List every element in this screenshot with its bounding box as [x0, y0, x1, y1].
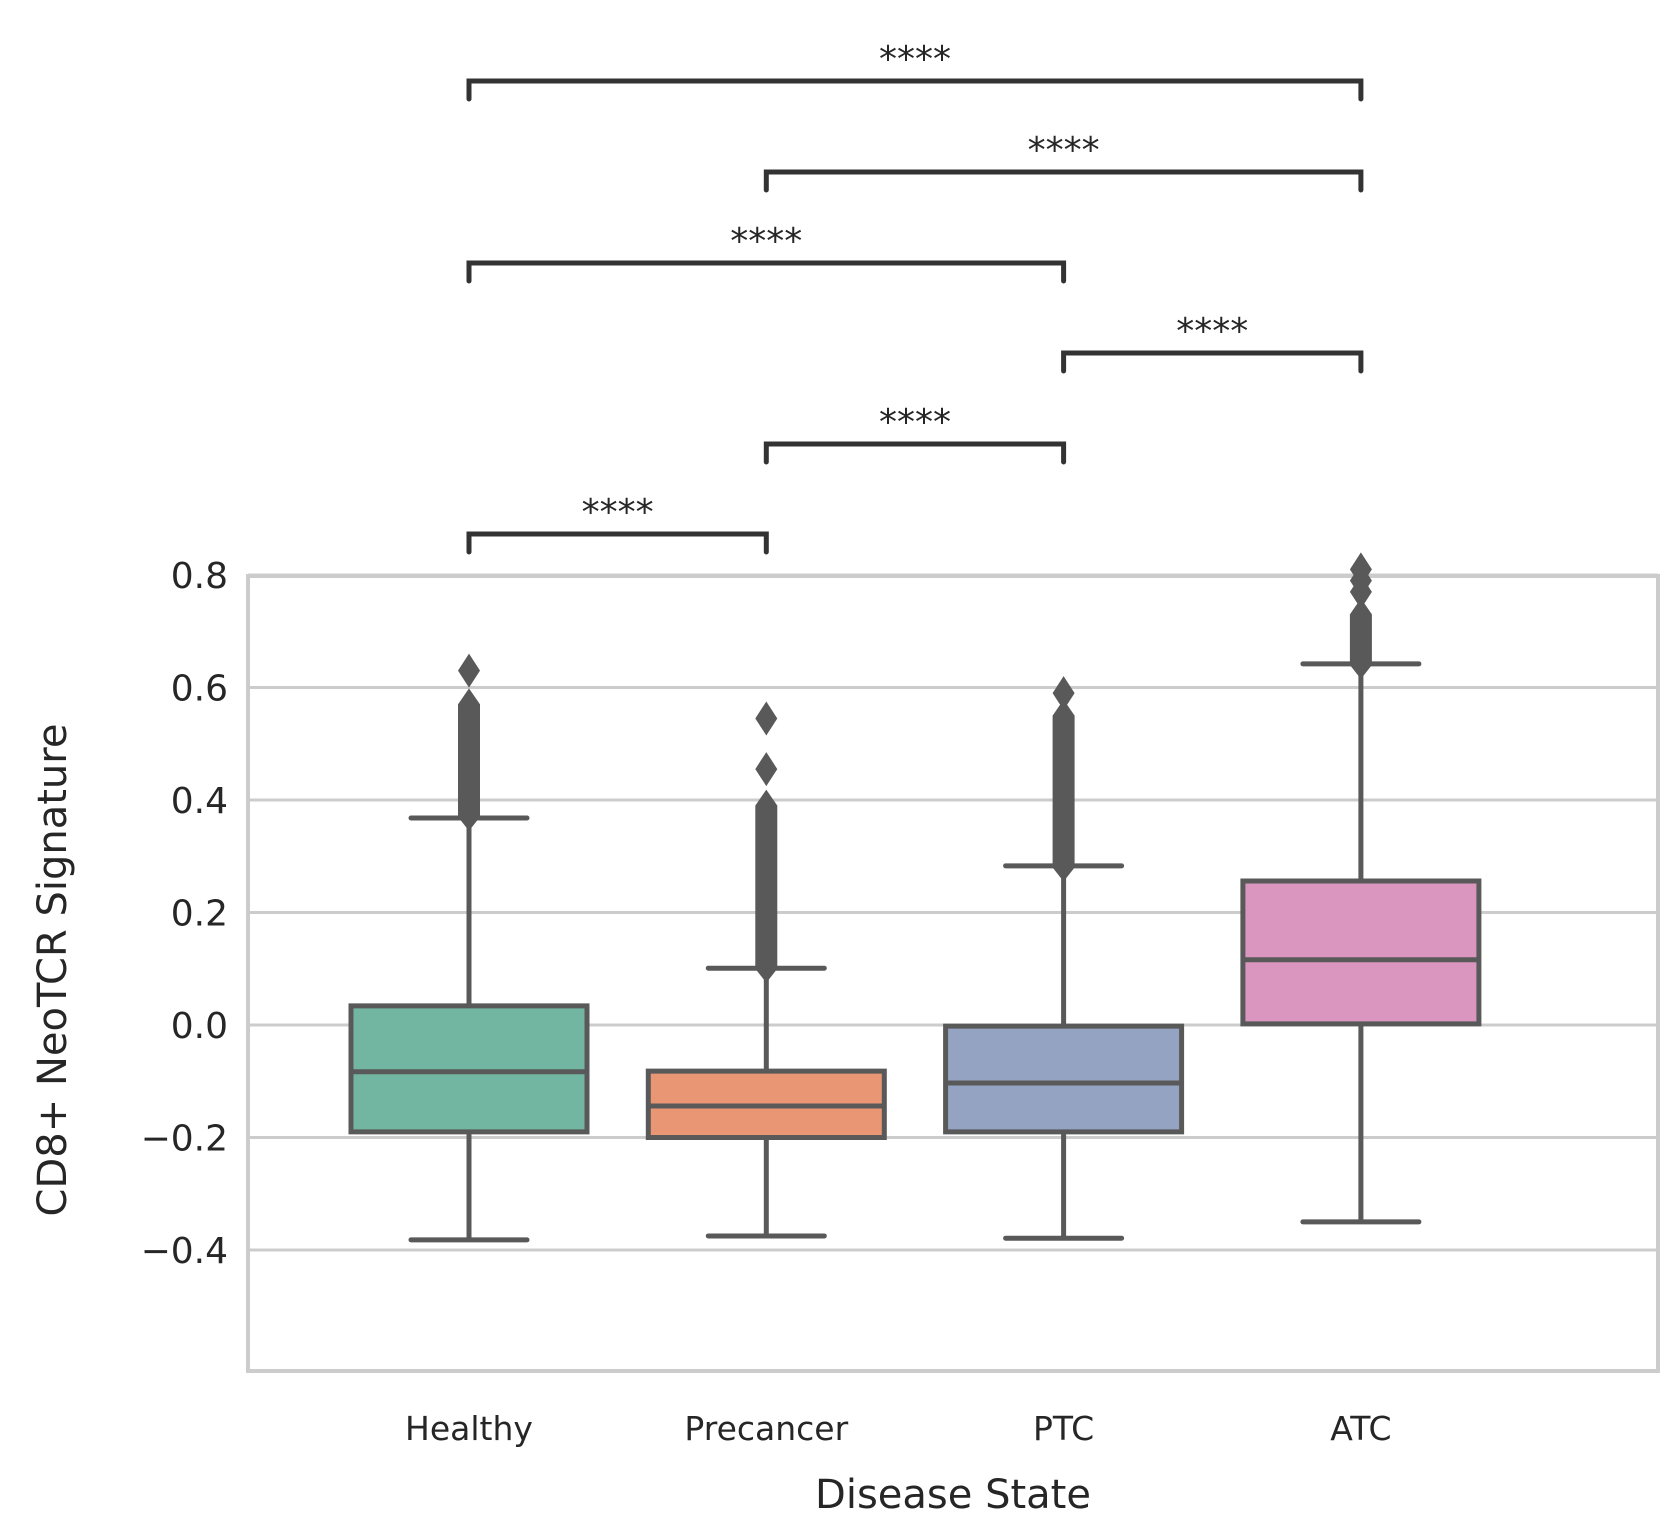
- box-atc: [1240, 552, 1482, 1225]
- y-tick-label: 0.0: [171, 1006, 228, 1047]
- significance-label: ****: [582, 492, 654, 533]
- y-tick-label: 0.2: [171, 894, 228, 935]
- y-tick-label: 0.4: [171, 781, 228, 822]
- x-tick-label: Precancer: [684, 1409, 848, 1448]
- significance-label: ****: [879, 402, 951, 443]
- outlier-point: [1052, 676, 1075, 711]
- bracket-line: [466, 78, 1364, 102]
- iqr-box: [348, 1003, 590, 1135]
- significance-label: ****: [1028, 130, 1100, 171]
- significance-label: ****: [730, 221, 802, 262]
- y-tick-label: 0.6: [171, 669, 228, 710]
- significance-bracket: ****: [763, 130, 1364, 193]
- y-axis-title: CD8+ NeoTCR Signature: [30, 724, 76, 1217]
- y-tick-label: −0.4: [141, 1231, 228, 1272]
- bracket-line: [466, 531, 769, 555]
- bracket-line: [1061, 350, 1364, 374]
- significance-label: ****: [1176, 311, 1248, 352]
- box-ptc: [943, 676, 1185, 1241]
- outlier-cluster: [1349, 598, 1372, 679]
- x-tick-labels: Healthy Precancer PTC ATC: [405, 1409, 1391, 1448]
- outlier-cluster: [755, 789, 778, 983]
- significance-bracket: ****: [763, 402, 1067, 465]
- x-tick-label: PTC: [1033, 1409, 1094, 1448]
- outlier-cluster: [458, 688, 480, 831]
- significance-bracket: ****: [466, 39, 1364, 102]
- x-tick-label: Healthy: [405, 1409, 533, 1448]
- plot-frame: [246, 574, 1660, 1373]
- outlier-cluster: [1052, 699, 1075, 882]
- significance-label: ****: [879, 39, 951, 80]
- outlier-point: [755, 701, 778, 736]
- bracket-line: [466, 260, 1067, 284]
- box-healthy: [348, 653, 590, 1243]
- outlier-point: [458, 653, 480, 688]
- iqr-box: [1240, 878, 1482, 1027]
- significance-bracket: ****: [1061, 311, 1364, 374]
- y-tick-labels: −0.4 −0.2 0.0 0.2 0.4 0.6 0.8: [141, 556, 228, 1272]
- significance-bracket: ****: [466, 492, 769, 555]
- significance-annotations: **** **** **** **** **** ****: [466, 39, 1364, 555]
- bracket-line: [763, 441, 1067, 465]
- outlier-point: [755, 752, 778, 787]
- x-axis-title: Disease State: [815, 1472, 1091, 1518]
- x-tick-label: ATC: [1330, 1409, 1391, 1448]
- boxes: [348, 552, 1482, 1243]
- y-tick-label: 0.8: [171, 556, 228, 597]
- iqr-box: [943, 1023, 1185, 1135]
- significance-bracket: ****: [466, 221, 1067, 284]
- bracket-line: [763, 169, 1364, 193]
- y-tick-label: −0.2: [141, 1119, 228, 1160]
- box-precancer: [645, 701, 887, 1239]
- outlier-point: [1349, 552, 1372, 587]
